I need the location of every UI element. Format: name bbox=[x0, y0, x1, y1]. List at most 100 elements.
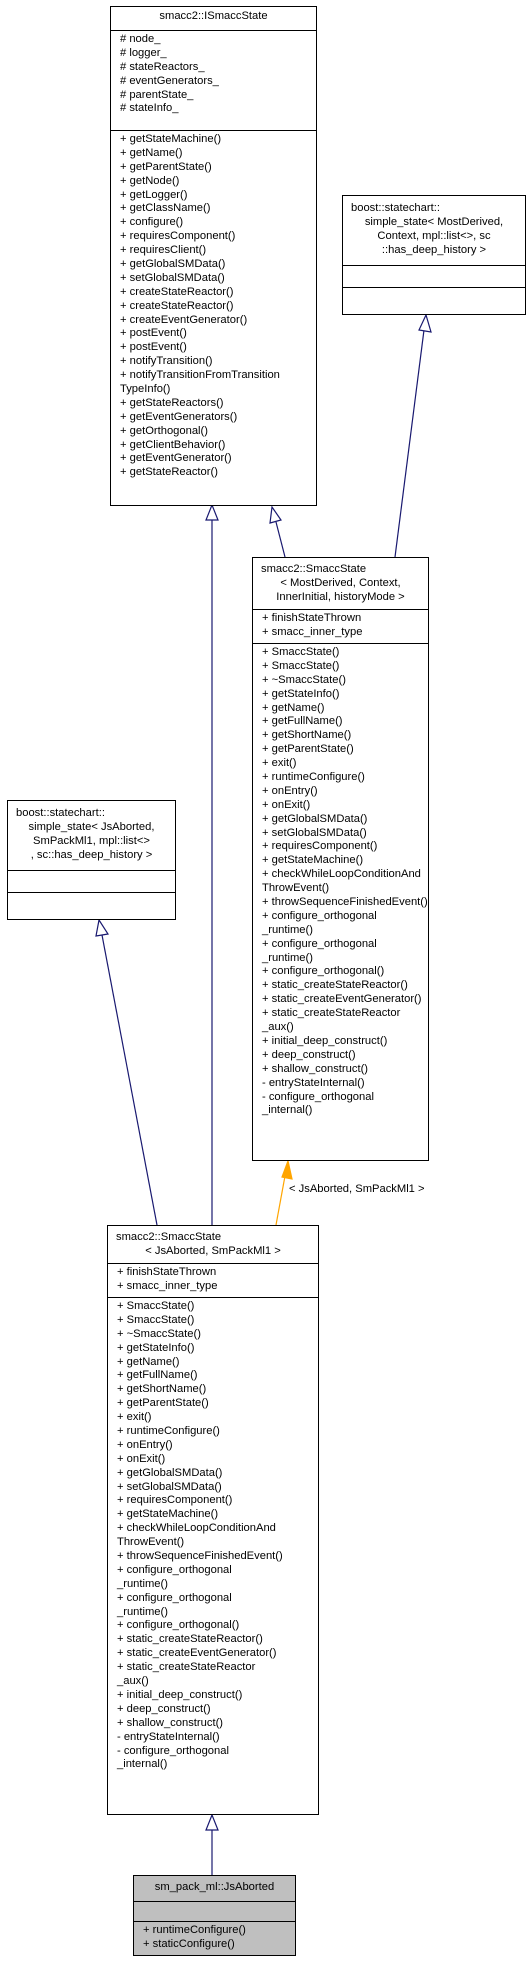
method: _aux() bbox=[117, 1675, 149, 1688]
method: + runtimeConfigure() bbox=[117, 1425, 220, 1438]
class-boost-simple-state-template: boost::statechart:: simple_state< MostDe… bbox=[342, 195, 526, 315]
methods-section: + SmaccState() + SmaccState() + ~SmaccSt… bbox=[108, 1298, 318, 1774]
method: + configure_orthogonal bbox=[117, 1591, 232, 1604]
method: + static_createStateReactor() bbox=[262, 979, 408, 992]
method: + setGlobalSMData() bbox=[117, 1480, 222, 1493]
class-title: smacc2::SmaccState < JsAborted, SmPackMl… bbox=[108, 1226, 318, 1264]
title-line: simple_state< JsAborted, bbox=[28, 820, 155, 833]
method: + setGlobalSMData() bbox=[120, 271, 225, 284]
method: + notifyTransition() bbox=[120, 355, 213, 368]
method: + checkWhileLoopConditionAnd bbox=[262, 868, 421, 881]
method: + getStateMachine() bbox=[117, 1508, 219, 1521]
method: + SmaccState() bbox=[117, 1313, 195, 1326]
edge-smaccinst-to-boostleft bbox=[101, 934, 158, 1226]
method: - configure_orthogonal bbox=[117, 1744, 229, 1757]
method: + getGlobalSMData() bbox=[262, 812, 368, 825]
method: + static_createEventGenerator() bbox=[117, 1647, 277, 1660]
class-smaccstate-jsaborted: smacc2::SmaccState < JsAborted, SmPackMl… bbox=[107, 1225, 319, 1815]
method: + getName() bbox=[117, 1355, 180, 1368]
method: + notifyTransitionFromTransition bbox=[120, 369, 280, 382]
edge-template-to-ismacc bbox=[275, 521, 286, 558]
methods-section bbox=[8, 893, 175, 919]
method: + getEventGenerators() bbox=[120, 410, 238, 423]
arrowhead-smaccinst-to-boostleft bbox=[95, 918, 109, 937]
methods-section bbox=[343, 288, 525, 314]
method: + onExit() bbox=[262, 798, 311, 811]
method: + getEventGenerator() bbox=[120, 452, 232, 465]
title-line: simple_state< MostDerived, bbox=[364, 215, 504, 228]
method: + getFullName() bbox=[117, 1369, 198, 1382]
method: _aux() bbox=[262, 1021, 294, 1034]
method: + createStateReactor() bbox=[120, 299, 234, 312]
method: + static_createEventGenerator() bbox=[262, 993, 422, 1006]
method: + getParentState() bbox=[262, 743, 354, 756]
method: _runtime() bbox=[117, 1605, 168, 1618]
method: + onEntry() bbox=[117, 1438, 173, 1451]
method: + getNode() bbox=[120, 174, 180, 187]
class-boost-simple-state-jsaborted: boost::statechart:: simple_state< JsAbor… bbox=[7, 800, 176, 920]
method: + throwSequenceFinishedEvent() bbox=[262, 896, 428, 909]
attributes-section bbox=[8, 871, 175, 893]
method: _runtime() bbox=[262, 951, 313, 964]
arrowhead-smaccinst-to-ismacc bbox=[205, 503, 219, 521]
method: + exit() bbox=[262, 757, 297, 770]
class-title: smacc2::SmaccState < MostDerived, Contex… bbox=[253, 558, 428, 610]
method: + static_createStateReactor bbox=[262, 1007, 401, 1020]
method: + static_createStateReactor() bbox=[117, 1633, 263, 1646]
attributes-section bbox=[343, 266, 525, 288]
attribute: # parentState_ bbox=[120, 88, 194, 101]
method: + getClientBehavior() bbox=[120, 438, 226, 451]
method: + getGlobalSMData() bbox=[120, 258, 226, 271]
attribute: # stateInfo_ bbox=[120, 102, 179, 115]
method: + getGlobalSMData() bbox=[117, 1466, 223, 1479]
edge-smaccinst-to-template bbox=[275, 1175, 286, 1226]
attribute: + finishStateThrown bbox=[262, 612, 362, 624]
class-title: smacc2::ISmaccState bbox=[111, 7, 316, 31]
method: + getStateMachine() bbox=[262, 854, 364, 867]
method: TypeInfo() bbox=[120, 383, 171, 396]
method: + getStateMachine() bbox=[120, 133, 222, 145]
method: + shallow_construct() bbox=[117, 1716, 224, 1729]
attribute: + finishStateThrown bbox=[117, 1266, 217, 1278]
method: + getName() bbox=[120, 146, 183, 159]
class-ismaccstate: smacc2::ISmaccState # node_ # logger_ # … bbox=[110, 6, 317, 506]
attribute: + smacc_inner_type bbox=[262, 625, 363, 638]
method: + initial_deep_construct() bbox=[117, 1688, 243, 1701]
method: _runtime() bbox=[117, 1577, 168, 1590]
method: + checkWhileLoopConditionAnd bbox=[117, 1522, 276, 1535]
edge-template-to-boosttop bbox=[394, 329, 425, 558]
method: + exit() bbox=[117, 1411, 152, 1424]
attributes-section: # node_ # logger_ # stateReactors_ # eve… bbox=[111, 31, 316, 131]
title-line: InnerInitial, historyMode > bbox=[276, 590, 405, 603]
method: + configure_orthogonal() bbox=[262, 965, 385, 978]
title-line: < JsAborted, SmPackMl1 > bbox=[145, 1244, 281, 1257]
method: + getStateReactor() bbox=[120, 466, 218, 479]
arrowhead-smaccinst-to-template bbox=[281, 1158, 293, 1180]
method: _internal() bbox=[117, 1758, 168, 1771]
class-jsaborted: sm_pack_ml::JsAborted + runtimeConfigure… bbox=[133, 1875, 296, 1956]
method: + getStateInfo() bbox=[117, 1341, 195, 1354]
method: _runtime() bbox=[262, 923, 313, 936]
arrowhead-jsaborted-to-smaccinst bbox=[205, 1813, 219, 1831]
method: - entryStateInternal() bbox=[262, 1076, 365, 1089]
method: + postEvent() bbox=[120, 327, 187, 340]
title-line: boost::statechart:: bbox=[16, 807, 105, 819]
title-line: smacc2::SmaccState bbox=[261, 563, 367, 575]
class-smaccstate-template: smacc2::SmaccState < MostDerived, Contex… bbox=[252, 557, 429, 1161]
method: + ~SmaccState() bbox=[262, 673, 346, 686]
method: + postEvent() bbox=[120, 341, 187, 354]
arrowhead-template-to-boosttop bbox=[418, 313, 432, 333]
method: + getName() bbox=[262, 701, 325, 714]
method: ThrowEvent() bbox=[262, 882, 330, 895]
method: + getShortName() bbox=[262, 729, 352, 742]
class-title: boost::statechart:: simple_state< MostDe… bbox=[343, 196, 525, 266]
method: + createStateReactor() bbox=[120, 285, 234, 298]
method: + setGlobalSMData() bbox=[262, 826, 367, 839]
method: + getLogger() bbox=[120, 188, 188, 201]
method: + getClassName() bbox=[120, 202, 211, 215]
method: + throwSequenceFinishedEvent() bbox=[117, 1550, 283, 1563]
method: + deep_construct() bbox=[262, 1048, 356, 1061]
method: + getParentState() bbox=[120, 160, 212, 173]
method: - configure_orthogonal bbox=[262, 1090, 374, 1103]
